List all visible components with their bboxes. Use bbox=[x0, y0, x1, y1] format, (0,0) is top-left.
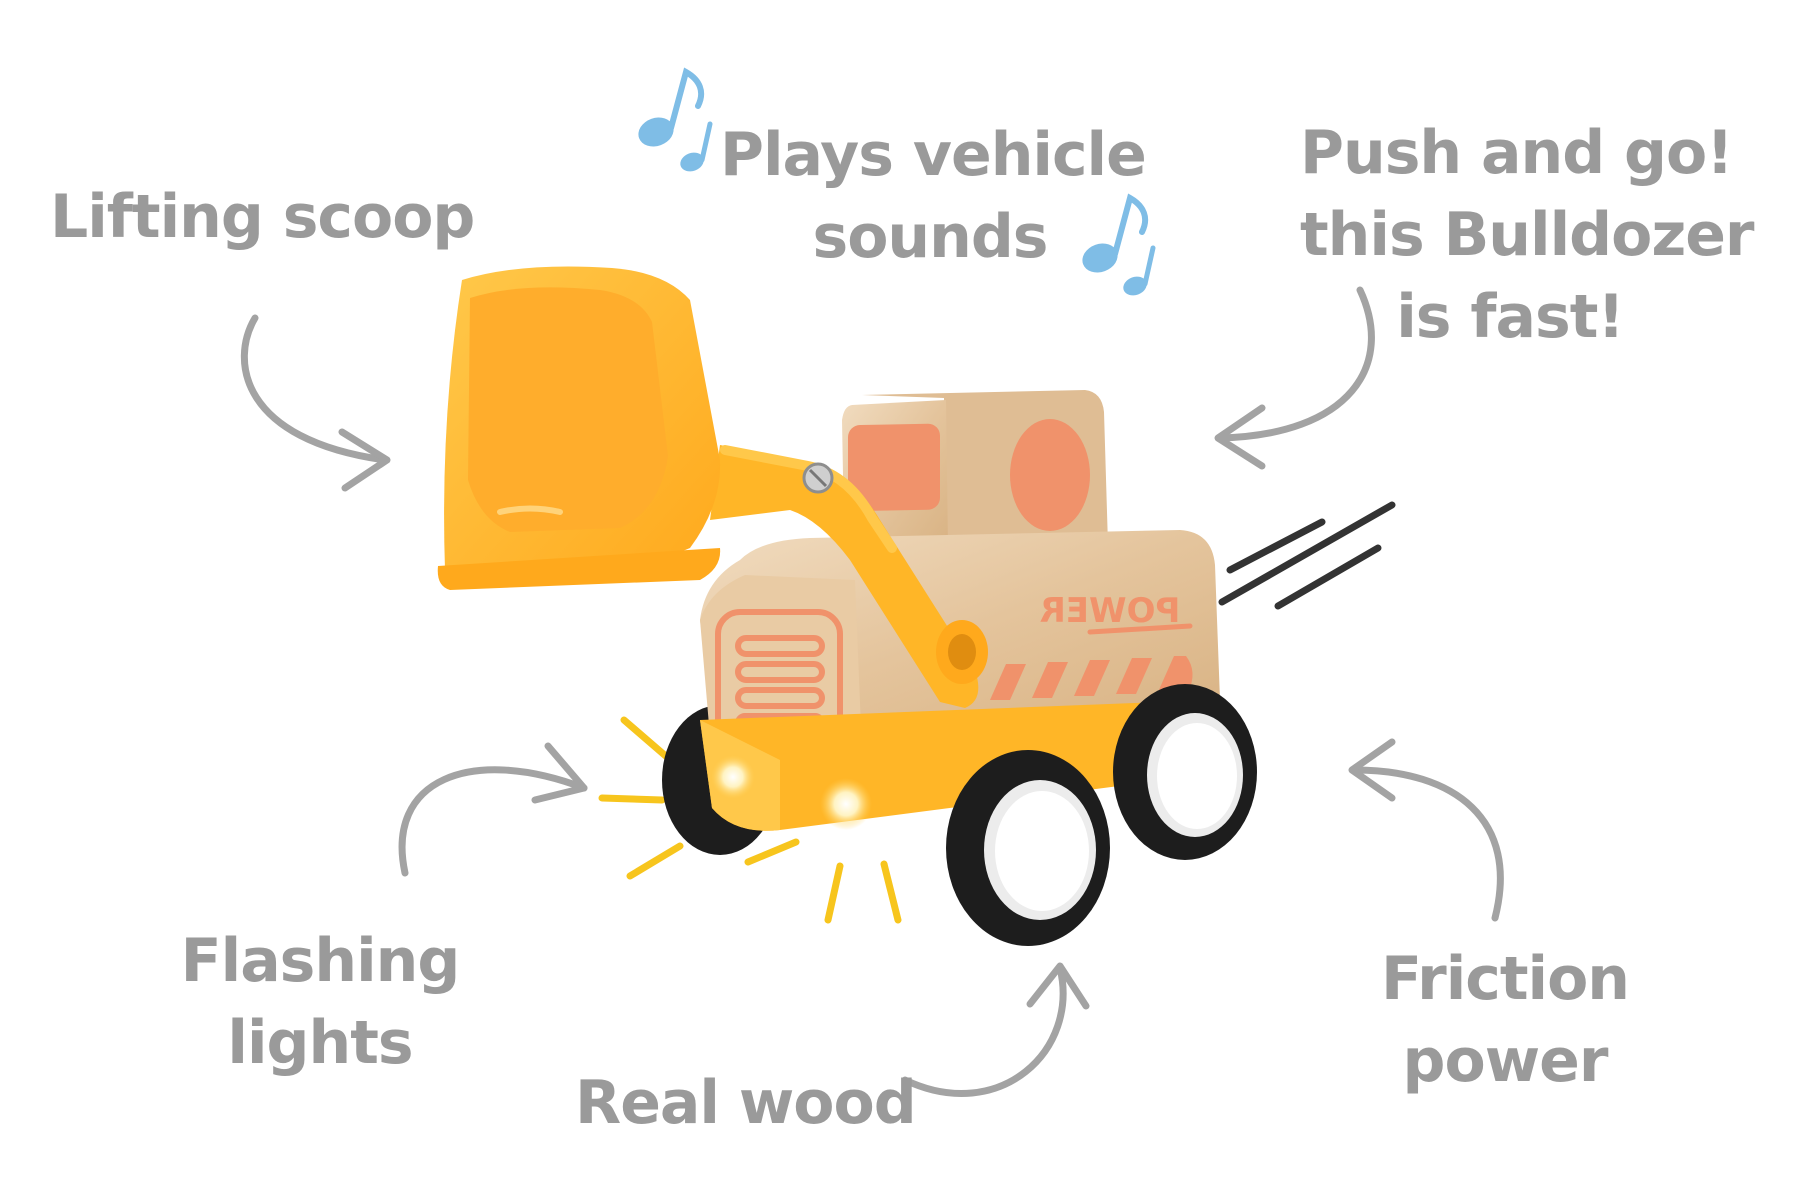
chassis bbox=[700, 702, 1181, 831]
feature-label-line: Friction bbox=[1380, 944, 1630, 1014]
feature-label-line: Flashing bbox=[180, 926, 461, 996]
feature-label-line: lights bbox=[227, 1008, 413, 1078]
feature-label-friction-power: Friction power bbox=[1360, 938, 1650, 1102]
arrow-lifting-scoop bbox=[240, 314, 391, 492]
scoop-bucket bbox=[437, 266, 721, 590]
feature-label-line: power bbox=[1402, 1026, 1609, 1096]
arrow-friction-power bbox=[1348, 738, 1504, 922]
toy-bulldozer: POWER bbox=[437, 266, 1257, 946]
power-print: POWER bbox=[990, 591, 1193, 700]
feature-label-real-wood: Real wood bbox=[575, 1062, 917, 1144]
feature-label-line: is fast! bbox=[1396, 282, 1625, 352]
feature-label-line: Lifting scoop bbox=[50, 182, 475, 252]
feature-label-line: sounds bbox=[812, 202, 1048, 272]
feature-label-flashing-lights: Flashing lights bbox=[180, 920, 461, 1084]
arrow-real-wood bbox=[901, 962, 1090, 1097]
feature-label-line: this Bulldozer bbox=[1300, 200, 1755, 270]
feature-label-push-and-go: Push and go! this Bulldozer is fast! bbox=[1300, 112, 1755, 358]
feature-label-line: Push and go! bbox=[1300, 118, 1734, 188]
feature-label-lifting-scoop: Lifting scoop bbox=[50, 176, 475, 258]
light-rays bbox=[598, 716, 902, 924]
feature-label-line: Real wood bbox=[575, 1068, 917, 1138]
scoop-arm bbox=[710, 445, 988, 708]
side-text: POWER bbox=[1040, 591, 1181, 631]
speed-lines bbox=[1218, 501, 1396, 610]
wheel bbox=[946, 750, 1110, 946]
arrow-flashing-lights bbox=[398, 742, 588, 877]
wheel bbox=[1113, 684, 1257, 860]
feature-label-line: Plays vehicle bbox=[720, 120, 1147, 190]
arrow-push-and-go bbox=[1214, 286, 1375, 470]
feature-label-vehicle-sounds: Plays vehicle sounds bbox=[720, 114, 1147, 278]
music-note-icon bbox=[1082, 193, 1156, 296]
music-note-icon bbox=[638, 67, 713, 172]
